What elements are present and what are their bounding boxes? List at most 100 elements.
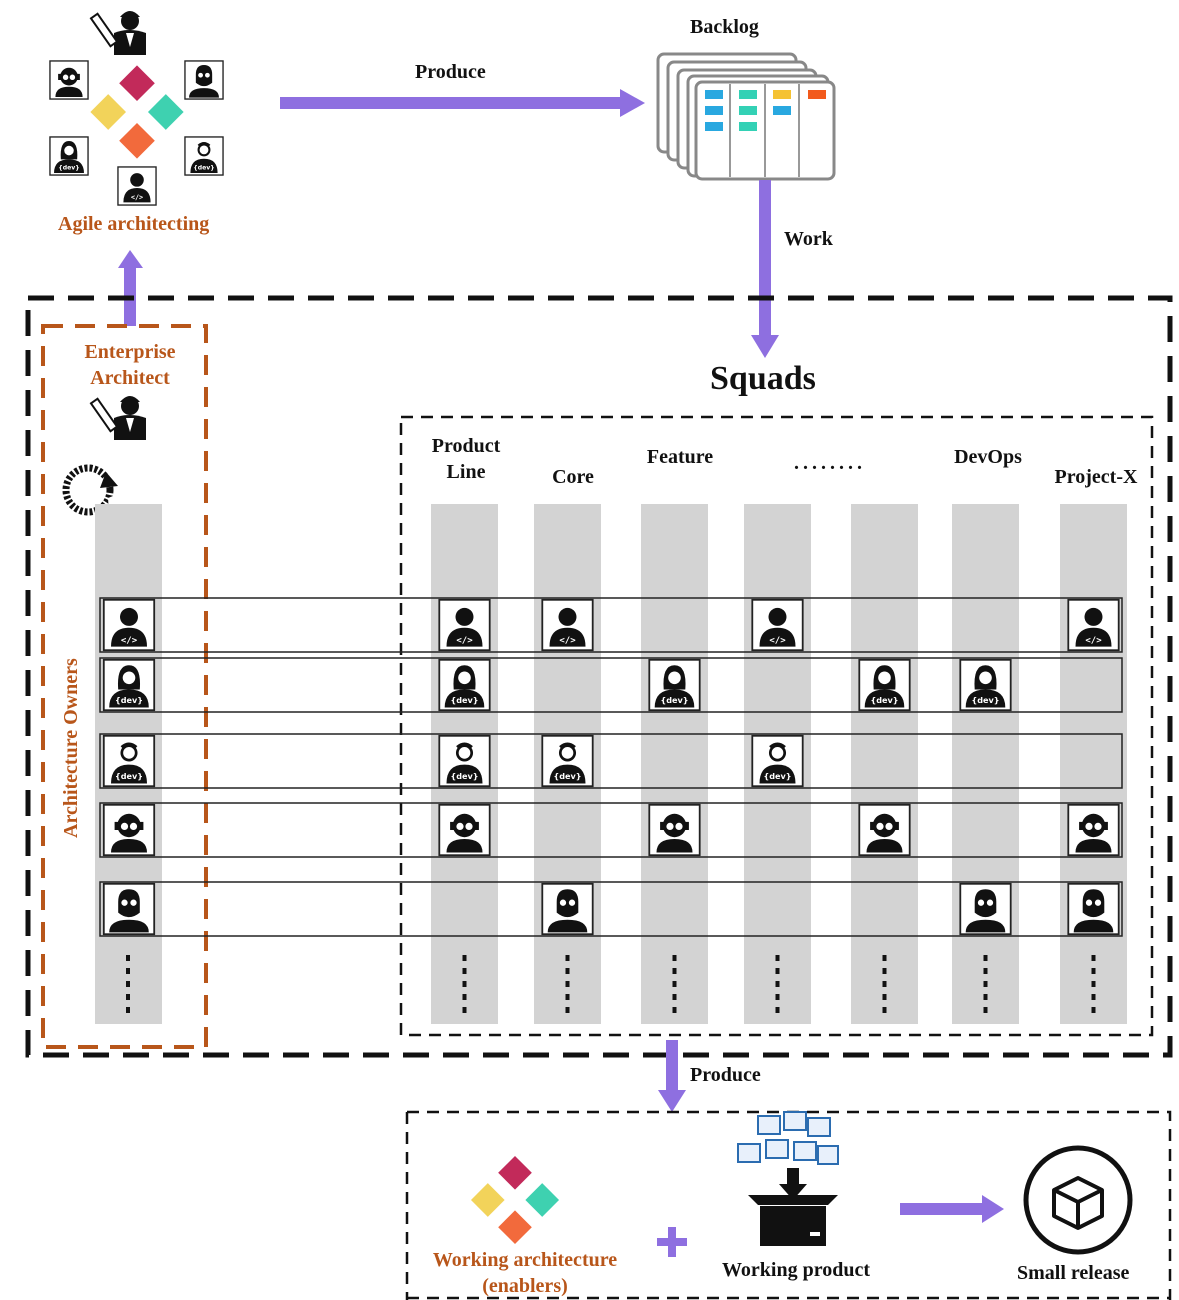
more-members-dot [126,968,130,974]
female-developer-icon [49,136,89,176]
working-architecture-line1: Working architecture [432,1249,618,1271]
more-members-dot [462,955,467,961]
squad-header-core: Core [552,466,594,488]
more-members-dot [983,994,988,1000]
squad-header-devops: DevOps [954,446,1022,468]
more-members-dot [882,981,887,987]
squad-header-line2: Line [446,461,486,483]
more-members-dot [672,1007,677,1013]
produce-arrow-top [280,89,645,117]
squads-outer-boundary [25,295,1173,1058]
squads-title: Squads [710,360,816,397]
developer-code-icon [541,598,594,652]
squads-inner-boundary [399,415,1154,1037]
more-members-dot [1091,955,1096,961]
more-members-dot [983,955,988,961]
more-members-dot [882,968,887,974]
arrow-up-to-agile [118,250,143,326]
bearded-developer-icon [959,882,1012,936]
produce-label-bottom: Produce [690,1064,761,1086]
more-members-dot [672,968,677,974]
backlog-board-icon [656,52,836,181]
more-members-dot [775,1007,780,1013]
more-members-dot [983,1007,988,1013]
more-members-dot [126,994,130,1000]
headset-developer-icon [858,803,911,857]
developer-code-icon [751,598,804,652]
engineer-icon [89,10,147,56]
architecture-owners-boundary [41,324,208,1049]
architecture-owners-label: Architecture Owners [60,658,82,838]
work-label: Work [784,228,833,250]
more-members-dot [126,955,130,961]
more-members-dot [1091,981,1096,987]
female-developer-icon [959,658,1012,712]
role-row [99,802,1123,858]
developer-code-icon [102,598,156,652]
more-members-dot [565,994,570,1000]
produce-label-top: Produce [415,61,486,83]
more-members-dot [126,1007,130,1013]
developer-code-icon [438,598,491,652]
more-members-dot [983,968,988,974]
more-members-dot [775,981,780,987]
more-members-dot [672,994,677,1000]
more-members-dot [882,1007,887,1013]
work-arrow [751,180,779,358]
squad-header-line1: Product [431,435,501,457]
more-members-dot [1091,968,1096,974]
more-members-dot [672,955,677,961]
male-developer-icon [540,733,595,789]
headset-developer-icon [648,803,701,857]
headset-developer-icon [1067,803,1120,857]
more-members-dot [565,1007,570,1013]
squad-column [1060,504,1127,1024]
release-arrow [900,1195,1004,1223]
more-members-dot [462,968,467,974]
outputs-boundary [405,1110,1172,1300]
more-members-dot [775,994,780,1000]
working-product-label: Working product [722,1259,870,1281]
more-members-dot [775,955,780,961]
more-members-dot [775,968,780,974]
enterprise-architect-line2: Architect [90,367,170,389]
more-members-dot [1091,994,1096,1000]
squad-header-project-x: Project-X [1054,466,1138,488]
bearded-developer-icon [541,882,594,936]
more-members-dot [672,981,677,987]
more-members-dot [983,981,988,987]
female-developer-icon [858,658,911,712]
puzzle-icon [90,65,184,159]
role-row [99,733,1123,789]
male-developer-icon [437,733,492,789]
working-architecture-line2: (enablers) [482,1275,568,1297]
enterprise-architect-label: Enterprise Architect [70,339,190,391]
more-members-dot [565,955,570,961]
developer-code-icon [1067,598,1120,652]
enterprise-architect-icon [89,395,147,441]
male-developer-icon [183,135,225,177]
role-row [99,881,1123,937]
more-members-dot [462,1007,467,1013]
bearded-developer-icon [184,60,224,100]
squad-header-ellipsis: ........ [794,452,866,474]
agile-architecting-label: Agile architecting [58,213,210,235]
squad-header-product-line: Product Line [416,433,516,485]
headset-developer-icon [49,60,89,100]
male-developer-icon [101,733,156,789]
more-members-dot [462,994,467,1000]
small-release-icon [1023,1145,1133,1255]
squad-column [641,504,708,1024]
male-developer-icon [750,733,805,789]
squad-column [952,504,1019,1024]
working-architecture-label: Working architecture (enablers) [420,1247,630,1299]
produce-arrow-bottom [658,1040,686,1112]
working-architecture-puzzle-icon [470,1155,560,1245]
more-members-dot [565,981,570,987]
role-row [99,597,1123,653]
more-members-dot [1091,1007,1096,1013]
plus-icon [657,1227,687,1257]
working-product-icon [737,1111,839,1246]
more-members-dot [882,994,887,1000]
